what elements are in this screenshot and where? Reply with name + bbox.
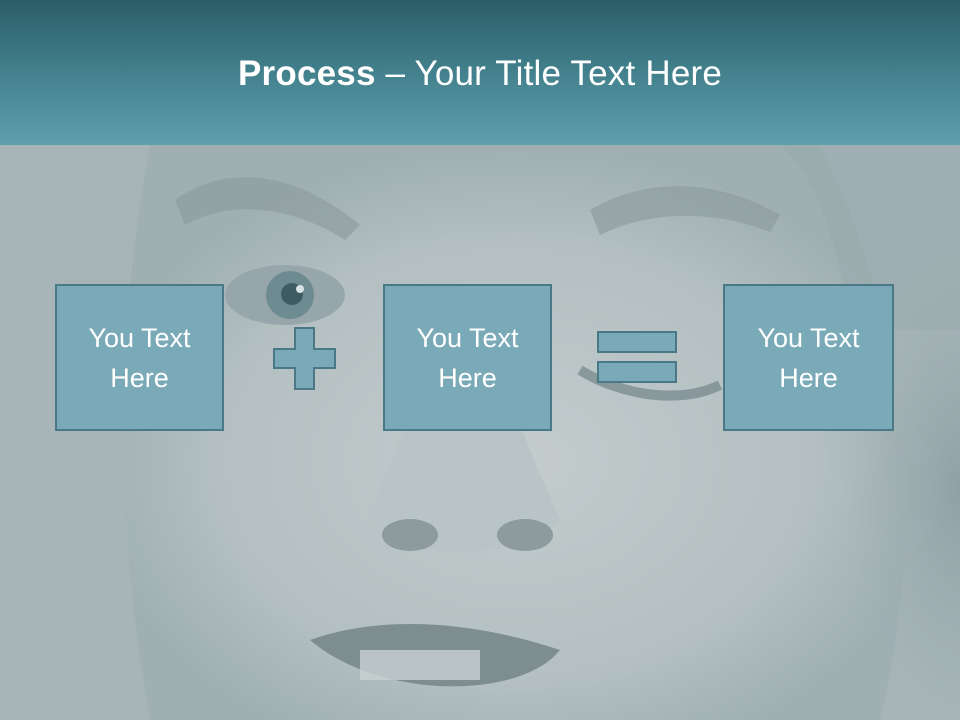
step-1-line-1: You Text	[88, 322, 191, 353]
step-1-line-2: Here	[110, 362, 169, 393]
step-2-line-1: You Text	[416, 322, 519, 353]
process-step-3[interactable]: You Text Here	[723, 284, 894, 431]
step-3-line-1: You Text	[757, 322, 860, 353]
step-2-line-2: Here	[438, 362, 497, 393]
step-3-line-2: Here	[779, 362, 838, 393]
title-dash: –	[375, 54, 415, 93]
equals-icon	[597, 331, 677, 383]
process-step-2[interactable]: You Text Here	[383, 284, 552, 431]
title-bold: Process	[238, 54, 376, 93]
title-rest: Your Title Text Here	[414, 54, 722, 93]
process-step-1[interactable]: You Text Here	[55, 284, 224, 431]
title-bar: Process – Your Title Text Here	[0, 0, 960, 145]
plus-icon	[273, 327, 336, 390]
slide-title: Process – Your Title Text Here	[0, 52, 960, 96]
